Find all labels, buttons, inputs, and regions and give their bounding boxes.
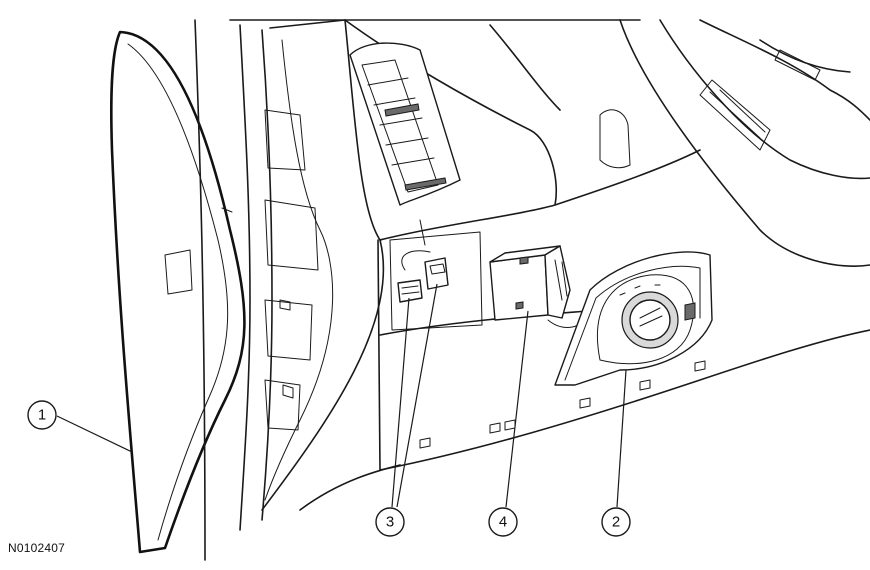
callout-1-leader	[56, 415, 133, 453]
headlamp-switch-module	[489, 245, 586, 328]
callout-3-leader-a	[391, 297, 410, 508]
callout-4-label: 4	[499, 514, 507, 531]
dash-upper-panel	[229, 19, 701, 241]
callout-2: 2	[601, 507, 631, 537]
callout-2-leader	[616, 369, 627, 508]
electrical-connectors	[397, 250, 449, 303]
callout-3: 3	[375, 507, 405, 537]
callout-3-label: 3	[386, 514, 394, 531]
callout-1: 1	[27, 400, 57, 430]
figure-reference-id: N0102407	[8, 541, 65, 555]
pillar-trim	[194, 19, 385, 561]
headlamp-switch-bezel	[554, 251, 713, 386]
instrument-panel-end-cover	[109, 30, 246, 554]
callout-4: 4	[488, 507, 518, 537]
callout-4-leader	[505, 310, 529, 508]
callout-1-label: 1	[38, 407, 46, 424]
callout-2-label: 2	[612, 514, 620, 531]
steering-column	[599, 19, 870, 268]
callout-3-leader-b	[396, 283, 438, 508]
